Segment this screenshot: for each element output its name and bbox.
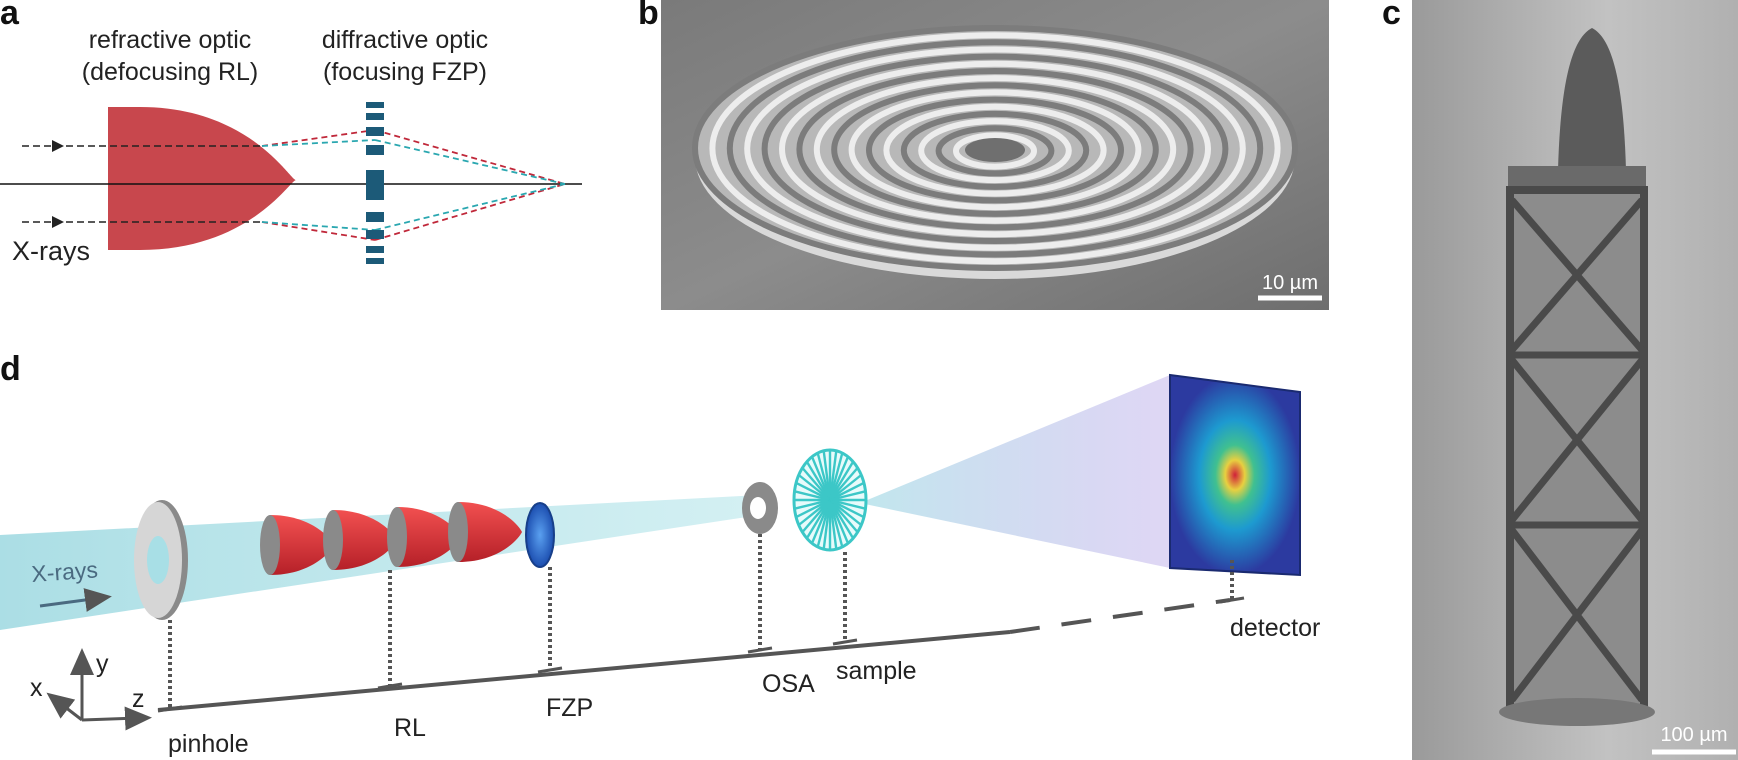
siemens-spoke: [798, 499, 831, 526]
panel-letter-d: d: [0, 350, 21, 388]
cyan-ray-top-2: [374, 139, 566, 185]
incoming-ray-bottom-arrow: [52, 216, 64, 228]
xrays-label-a: X-rays: [12, 236, 90, 266]
siemens-spoke: [798, 474, 831, 501]
x-axis-label: x: [30, 674, 43, 702]
scale-bar-b-label: 10 µm: [1262, 272, 1318, 294]
refractive-lens-cone: [448, 502, 522, 562]
component-label-osa: OSA: [762, 670, 815, 698]
siemens-spoke: [801, 499, 831, 533]
cyan-ray-bottom-2: [374, 183, 566, 231]
zone-plate-rings: [692, 25, 1298, 271]
zone-ring: [796, 68, 1194, 231]
red-ray-top-1: [261, 129, 376, 147]
tower-frame: [1506, 186, 1648, 714]
refractive-lens-cone: [260, 515, 334, 575]
scale-bar-c-label: 100 µm: [1660, 724, 1727, 746]
zone-plate-shape: [366, 102, 384, 264]
diffraction-cone: [860, 375, 1170, 568]
optical-bench-rail-dashed: [1009, 598, 1231, 634]
zone-ring: [744, 46, 1246, 251]
panel-letter-c: c: [1382, 0, 1401, 32]
x-axis-arrow: [46, 692, 83, 722]
support-posts: [168, 534, 1234, 707]
siemens-spoke: [829, 499, 862, 526]
zone-ring: [709, 32, 1281, 265]
siemens-spoke: [829, 498, 866, 510]
detector-panel: [1169, 373, 1301, 577]
zone-plate-center-hole: [965, 138, 1025, 162]
tower-cone-tip: [1558, 28, 1626, 170]
pinhole-shape: [134, 500, 188, 620]
z-axis-arrow: [81, 706, 152, 731]
zone-ring: [953, 132, 1037, 170]
siemens-spoke: [795, 498, 831, 519]
xray-beam-tube: [0, 495, 760, 630]
xrays-direction-arrow: [39, 588, 112, 612]
siemens-spoke: [795, 481, 831, 502]
zone-ring: [761, 53, 1229, 244]
component-label-sample: sample: [836, 657, 917, 685]
zone-ring: [813, 75, 1177, 224]
zone-ring: [848, 89, 1142, 211]
xrays-label-d: X-rays: [31, 556, 99, 587]
coordinate-axes: y z x: [30, 648, 152, 731]
siemens-spoke: [829, 490, 866, 502]
component-label-pinhole: pinhole: [168, 730, 249, 758]
component-label-detector: detector: [1230, 614, 1320, 642]
zone-ring: [779, 60, 1211, 238]
diffractive-label-line1: diffractive optic: [322, 26, 488, 54]
siemens-spoke: [829, 481, 865, 502]
siemens-spoke: [828, 461, 855, 501]
refractive-label-line2: (defocusing RL): [82, 58, 258, 86]
zone-ring: [883, 103, 1107, 197]
component-label-fzp: FZP: [546, 694, 593, 722]
tower-base: [1499, 698, 1655, 726]
diffractive-label-line2: (focusing FZP): [323, 58, 487, 86]
tower-cross-bracing: [1509, 197, 1645, 703]
incoming-ray-top-arrow: [52, 140, 64, 152]
zone-ring: [900, 110, 1090, 190]
refractive-lens-shape: [108, 107, 296, 250]
panel-letter-a: a: [0, 0, 20, 32]
osa-aperture: [742, 482, 778, 534]
support-feet: [157, 596, 1245, 713]
cyan-ray-top-1: [261, 139, 376, 147]
siemens-spoke: [794, 498, 831, 510]
refractive-label-line1: refractive optic: [89, 26, 252, 54]
red-ray-bottom-1: [261, 221, 376, 241]
zone-ring: [831, 82, 1159, 217]
panel-d: d: [0, 350, 1320, 758]
refractive-lens-stack: [260, 502, 522, 575]
siemens-spoke: [829, 474, 862, 501]
siemens-spoke: [829, 498, 865, 519]
optical-bench-rail: [157, 630, 1011, 712]
z-axis-label: z: [132, 685, 145, 713]
zone-ring: [935, 125, 1055, 177]
zone-ring: [918, 118, 1072, 184]
fzp-disc: [525, 502, 555, 568]
refractive-lens-cone: [323, 510, 397, 570]
siemens-spoke: [794, 490, 831, 502]
red-ray-bottom-2: [374, 183, 566, 241]
sample-siemens-star: [792, 448, 868, 552]
component-label-rl: RL: [394, 714, 426, 742]
zone-ring: [866, 96, 1124, 204]
panel-letter-b: b: [638, 0, 659, 32]
red-ray-top-2: [374, 129, 566, 185]
zone-ring: [692, 25, 1298, 271]
zone-ring: [726, 39, 1264, 258]
y-axis-label: y: [96, 650, 109, 678]
siemens-spoke: [805, 499, 832, 539]
panel-b: b 10 µm: [638, 0, 1329, 310]
panel-a: a refractive optic (defocusing RL) diffr…: [0, 0, 582, 266]
cyan-ray-bottom-1: [261, 221, 376, 231]
siemens-spoke: [829, 467, 859, 501]
panel-c: c 100 µm: [1382, 0, 1738, 760]
refractive-lens-cone: [387, 507, 461, 567]
